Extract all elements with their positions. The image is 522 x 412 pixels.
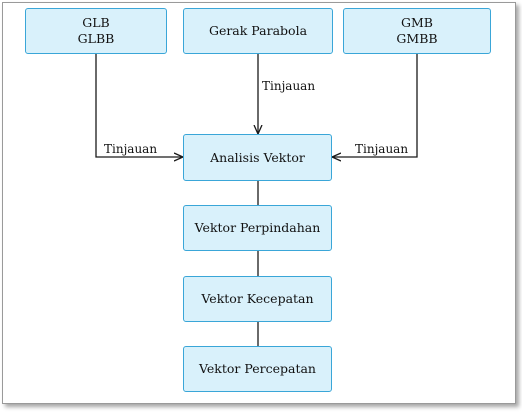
node-gerak-parabola: Gerak Parabola (183, 8, 333, 54)
node-analisis-vektor: Analisis Vektor (183, 134, 332, 181)
node-vektor-perpindahan: Vektor Perpindahan (183, 205, 332, 251)
edge-label-left: Tinjauan (104, 142, 158, 156)
node-gmb-gmbb: GMB GMBB (343, 8, 491, 54)
edge-label-right: Tinjauan (355, 142, 409, 156)
node-vektor-percepatan: Vektor Percepatan (183, 346, 332, 392)
node-glb-glbb: GLB GLBB (25, 8, 167, 54)
edge-gmb-to-analisis (332, 54, 418, 157)
node-vektor-kecepatan: Vektor Kecepatan (183, 276, 332, 322)
node-glb-line2: GLBB (77, 31, 115, 46)
edge-label-top: Tinjauan (262, 79, 316, 93)
diagram-frame (2, 2, 516, 404)
node-vektor-perpindahan-label: Vektor Perpindahan (194, 220, 321, 235)
node-analisis-vektor-label: Analisis Vektor (210, 149, 305, 165)
node-gmb-line1: GMB (401, 15, 433, 30)
node-vektor-kecepatan-label: Vektor Kecepatan (201, 291, 314, 306)
node-vektor-percepatan-label: Vektor Percepatan (199, 361, 316, 376)
node-gerak-parabola-label: Gerak Parabola (208, 23, 308, 38)
node-gmb-line2: GMBB (396, 31, 438, 46)
edge-glb-to-analisis (95, 54, 183, 157)
node-glb-line1: GLB (82, 15, 110, 30)
